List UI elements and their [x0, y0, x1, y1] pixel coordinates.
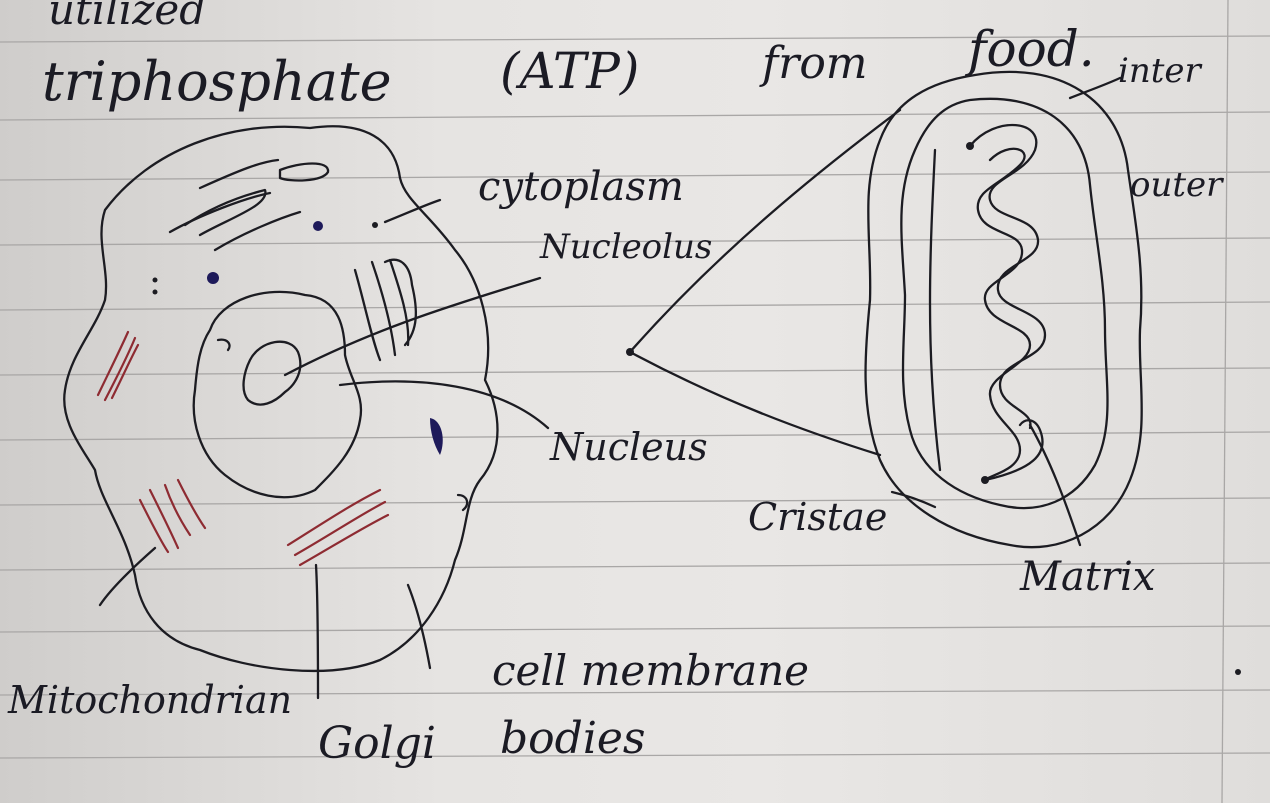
text-outer: outer	[1130, 165, 1224, 205]
mitochondrion-detail	[626, 72, 1142, 547]
vesicle	[313, 221, 323, 231]
golgi-stack	[385, 260, 416, 345]
crista-point	[966, 142, 974, 150]
golgi-bodies-red	[288, 490, 388, 565]
label-bodies: bodies	[500, 713, 646, 764]
cell-membrane-outline	[64, 126, 497, 671]
text-triphosphate: triphosphate	[42, 50, 392, 113]
vesicle	[153, 278, 158, 283]
dark-organelle	[430, 418, 443, 455]
mitochondria-red-left	[98, 332, 138, 400]
label-cytoplasm: cytoplasm	[478, 164, 684, 210]
er-strand	[200, 160, 278, 188]
matrix-hook	[985, 420, 1043, 480]
text-inter: inter	[1118, 51, 1203, 91]
nucleus-outline	[194, 292, 361, 497]
cristae-fold	[970, 125, 1045, 428]
golgi-stack	[355, 260, 408, 360]
label-cell-membrane: cell membrane	[492, 646, 809, 695]
label-mitochondrian: Mitochondrian	[7, 678, 292, 722]
cristae-fold-inner	[978, 149, 1030, 480]
label-cristae: Cristae	[748, 495, 887, 539]
label-golgi: Golgi	[318, 718, 436, 769]
text-food: food.	[964, 20, 1095, 78]
text-atp: (ATP)	[500, 42, 639, 100]
membrane-tick	[218, 340, 230, 350]
text-from: from	[759, 38, 868, 89]
vesicle	[207, 272, 219, 284]
label-nucleus: Nucleus	[549, 425, 708, 469]
vesicle	[372, 222, 378, 228]
label-matrix: Matrix	[1019, 554, 1155, 600]
cell	[64, 126, 497, 671]
cell-leader-lines	[100, 200, 548, 698]
mitochondria-red-lower	[140, 480, 205, 552]
label-nucleolus: Nucleolus	[539, 227, 712, 267]
inner-membrane-left-edge	[930, 150, 940, 470]
text-utilized: utilized	[48, 0, 206, 34]
vesicle	[153, 290, 158, 295]
